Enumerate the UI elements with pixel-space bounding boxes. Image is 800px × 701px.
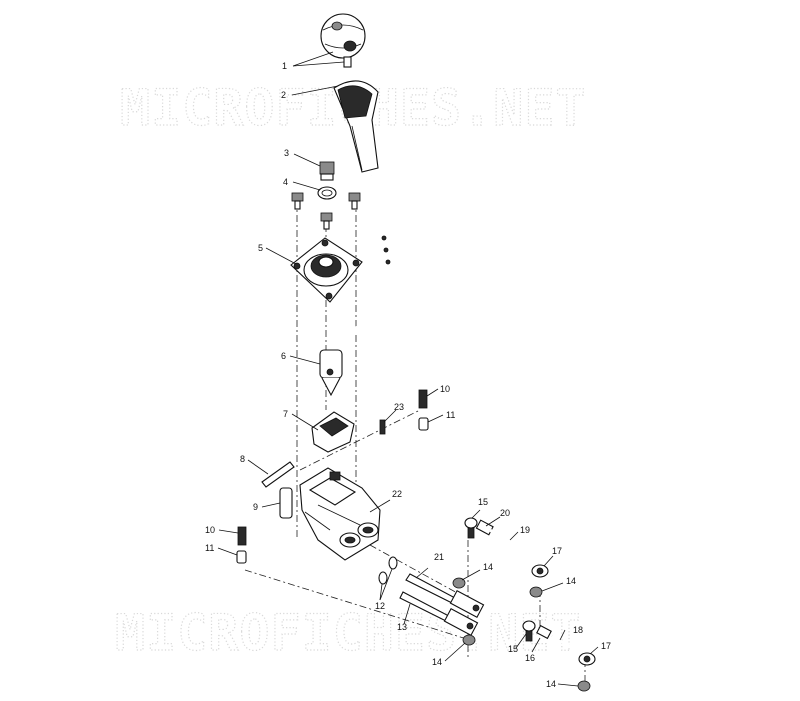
ball-joint-lower <box>578 652 596 666</box>
callout-23: 23 <box>394 402 404 412</box>
jam-nut-upper <box>475 519 494 536</box>
callout-9: 9 <box>253 502 258 512</box>
callout-12: 12 <box>375 601 385 611</box>
callout-8: 8 <box>240 454 245 464</box>
shift-rod-upper <box>405 573 485 618</box>
callout-15-upper: 15 <box>478 497 488 507</box>
callout-10-lower: 10 <box>205 525 215 535</box>
callout-16: 16 <box>525 653 535 663</box>
callout-21: 21 <box>434 552 444 562</box>
callout-17-lower: 17 <box>601 641 611 651</box>
plunger-lower <box>236 550 247 564</box>
callout-1: 1 <box>282 61 287 71</box>
lock-nut-d <box>577 680 591 692</box>
callout-2: 2 <box>281 90 286 100</box>
callout-5: 5 <box>258 243 263 253</box>
shifter-housing <box>299 467 381 561</box>
jam-nut-lower <box>536 624 552 640</box>
leader-lines <box>217 51 599 687</box>
callout-6: 6 <box>281 351 286 361</box>
mount-bolt-right <box>348 192 361 210</box>
callout-13: 13 <box>397 622 407 632</box>
callout-11-upper: 11 <box>446 410 455 420</box>
callout-15-lower: 15 <box>508 644 518 654</box>
detent-spring-lower <box>237 526 247 546</box>
tie-rod-upper <box>489 528 539 566</box>
pivot-pin <box>261 461 295 488</box>
pivot-block <box>311 411 355 453</box>
mount-bolt-left <box>291 192 304 210</box>
mount-bolt-center <box>320 212 333 230</box>
tie-rod-lower <box>551 634 583 656</box>
lock-nut-a <box>452 577 466 589</box>
callout-7: 7 <box>283 409 288 419</box>
washers <box>378 556 398 585</box>
callout-14-b: 14 <box>566 576 576 586</box>
shift-rod-lower <box>399 591 479 636</box>
shift-lever <box>327 174 396 353</box>
callout-17-upper: 17 <box>552 546 562 556</box>
shift-knob <box>320 13 366 59</box>
callout-18: 18 <box>573 625 583 635</box>
callout-22: 22 <box>392 489 402 499</box>
callout-19: 19 <box>520 525 530 535</box>
knob-screw <box>343 56 352 68</box>
plunger-upper <box>418 417 429 431</box>
shifter-boot <box>333 80 379 173</box>
callout-20: 20 <box>500 508 510 518</box>
ball-joint-upper <box>531 564 549 578</box>
rod-end-upper <box>464 517 478 539</box>
lock-nut-c <box>462 634 476 646</box>
callout-11-lower: 11 <box>205 543 214 553</box>
sleeve <box>279 487 293 519</box>
callout-numbers: 1 2 3 4 5 6 7 8 9 10 10 11 11 12 13 14 1… <box>205 61 611 689</box>
callout-3: 3 <box>284 148 289 158</box>
detent-spring-upper <box>418 389 428 409</box>
watermark-bottom: MICROFICHES.NET <box>115 604 582 662</box>
nut <box>319 161 335 181</box>
callout-14-c: 14 <box>432 657 442 667</box>
callout-10-upper: 10 <box>440 384 450 394</box>
callout-4: 4 <box>283 177 288 187</box>
lever-base <box>319 349 343 397</box>
small-spring-pin <box>379 419 386 435</box>
bushing <box>317 186 337 200</box>
rod-end-lower <box>522 620 536 642</box>
callout-14-d: 14 <box>546 679 556 689</box>
lock-nut-b <box>529 586 543 598</box>
boot-plate <box>290 237 363 303</box>
callout-14-a: 14 <box>483 562 493 572</box>
